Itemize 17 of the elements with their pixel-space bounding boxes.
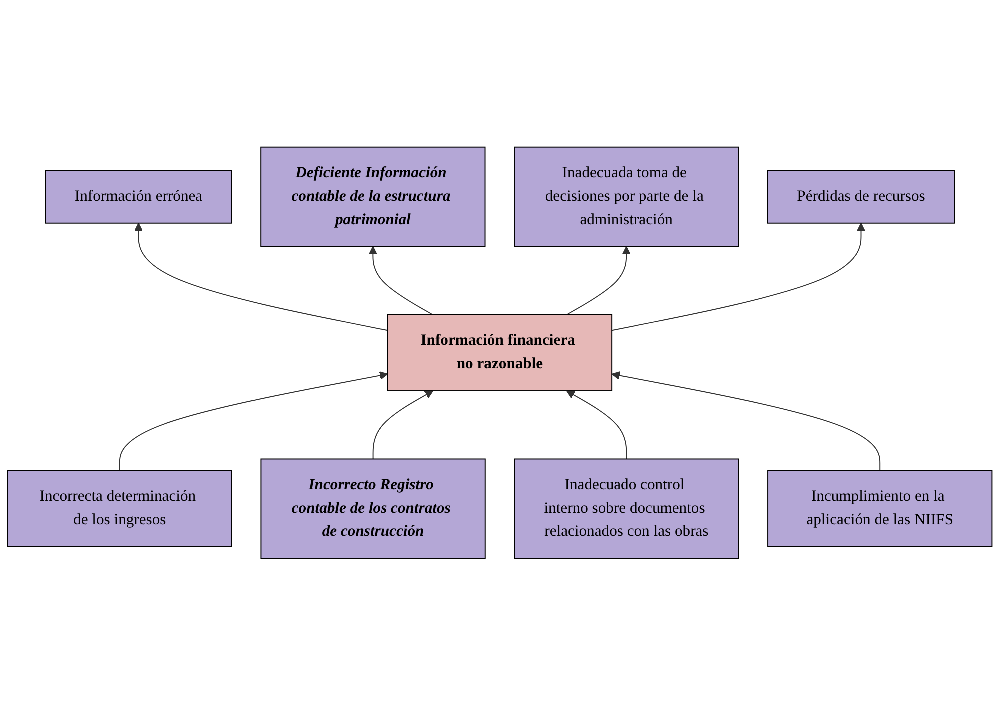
arrow [368,246,434,316]
node-box: Incumplimiento en la aplicación de las NIIFS [768,470,993,548]
node-box: Información financiera no razonable [387,314,613,392]
node-box: Incorrecto Registro contable de los contratos de construcción [260,458,486,560]
node-box: Deficiente Información contable de la estructura patrimonial [260,146,486,248]
arrow [566,390,628,460]
arrow [372,390,434,460]
node-box: Inadecuado control interno sobre documentos relacionados con las obras [514,458,740,560]
node-box: Información errónea [45,170,232,224]
node-box: Inadecuada toma de decisiones por parte de la administración [514,146,740,248]
arrow [612,372,881,472]
arrow [566,246,631,316]
arrow [612,222,866,332]
node-box: Pérdidas de recursos [767,170,956,224]
node-box: Incorrecta determinación de los ingresos [7,470,232,548]
arrow [134,222,388,332]
arrow [119,372,388,472]
